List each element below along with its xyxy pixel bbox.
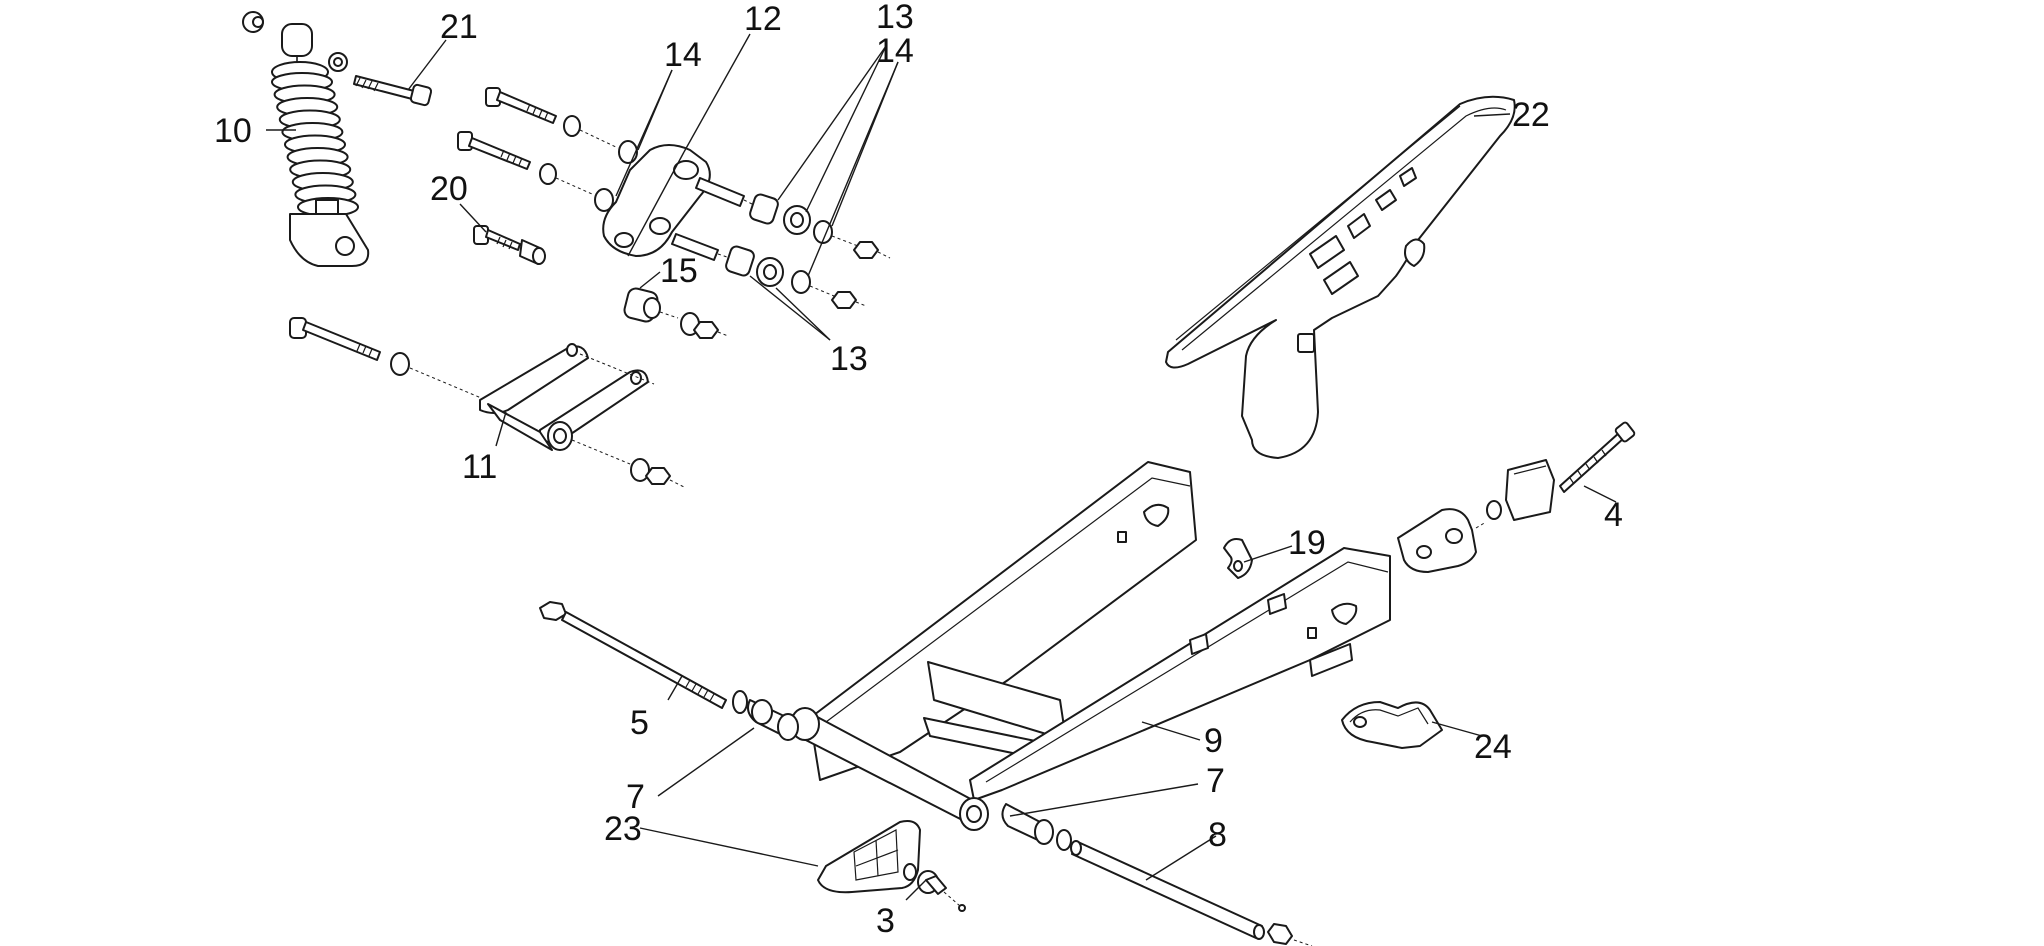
chain-guard-22 [1165, 95, 1516, 459]
spacers-13-14 [623, 177, 891, 339]
clip-19 [1223, 538, 1253, 579]
linkage-11 [289, 317, 687, 489]
callout-19: 19 [1288, 524, 1326, 562]
callout-20: 20 [430, 170, 468, 208]
callout-labels: 21 12 13 14 14 10 20 15 13 22 11 4 19 5 … [214, 0, 1623, 940]
rocker-12 [602, 144, 711, 257]
bolt-21 [353, 75, 433, 107]
callout-7-left: 7 [626, 778, 645, 816]
spindle-8 [1070, 840, 1313, 946]
leader-lines [266, 33, 1617, 901]
callout-10: 10 [214, 112, 252, 150]
callout-4: 4 [1604, 496, 1623, 534]
swingarm-9 [790, 461, 1391, 831]
callout-14-left: 14 [664, 36, 702, 74]
bush-7-right [1001, 803, 1072, 851]
chain-slider-23 [817, 820, 966, 912]
callout-13-top: 13 [876, 0, 914, 36]
callout-23: 23 [604, 810, 642, 848]
shock-absorber [242, 11, 370, 267]
callout-3: 3 [876, 902, 895, 940]
callout-15: 15 [660, 252, 698, 290]
callout-12: 12 [744, 0, 782, 38]
callout-5: 5 [630, 704, 649, 742]
pivot-bolt-5 [539, 601, 799, 741]
callout-8: 8 [1208, 816, 1227, 854]
callout-11: 11 [462, 448, 497, 486]
callout-9: 9 [1204, 722, 1223, 760]
callout-13-bottom: 13 [830, 340, 868, 378]
guard-24 [1341, 701, 1443, 749]
callout-7-right: 7 [1206, 762, 1225, 800]
callout-21: 21 [440, 8, 478, 46]
chain-adjuster-4 [1397, 421, 1636, 573]
callout-14-top: 14 [876, 32, 914, 70]
callout-22: 22 [1512, 96, 1550, 134]
callout-24: 24 [1474, 728, 1512, 766]
